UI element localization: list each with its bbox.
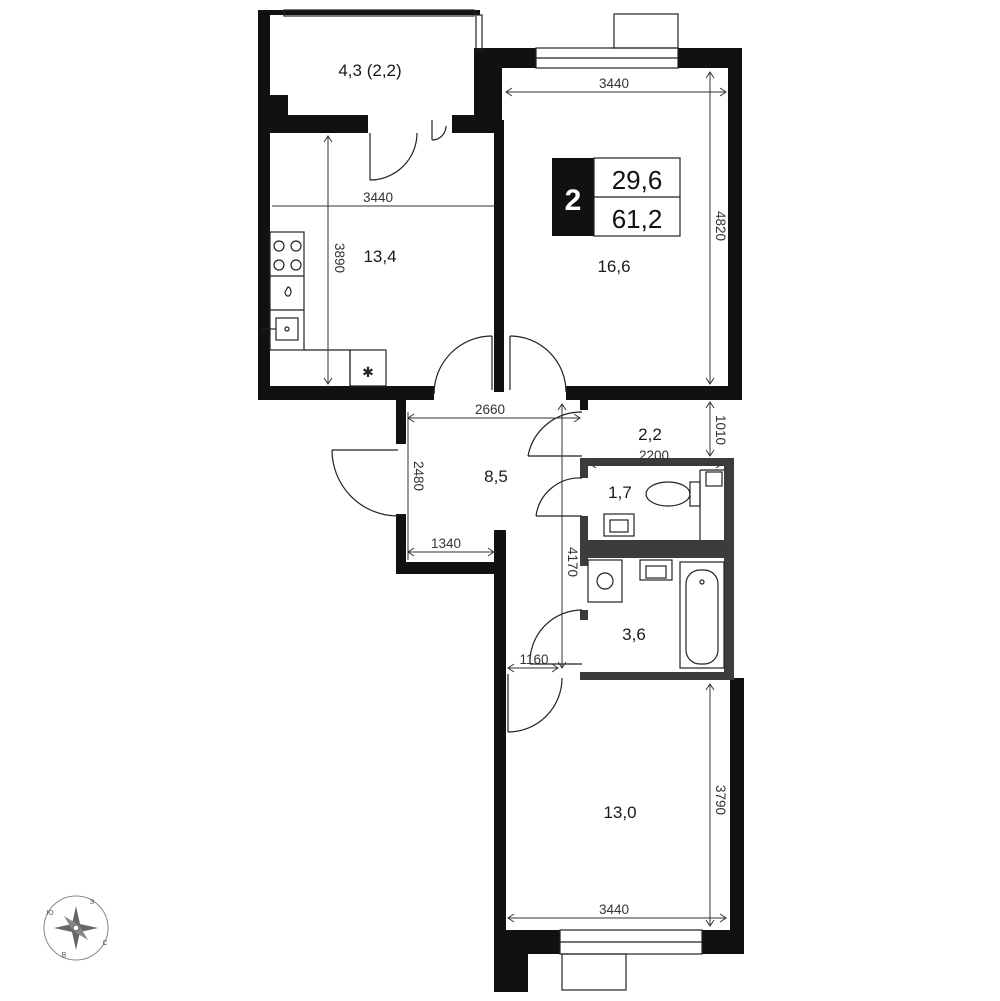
dim-bath-small-height: 1010 — [713, 415, 728, 445]
compass: З С В Ю — [43, 895, 109, 961]
dim-hall-height: 2480 — [411, 461, 426, 491]
fridge-icon: ✱ — [349, 349, 387, 387]
compass-east: С — [102, 940, 107, 947]
area-toilet: 1,7 — [608, 483, 632, 502]
dim-bath-small-width: 2200 — [639, 448, 669, 463]
dim-kitchen-height: 3890 — [332, 243, 347, 273]
badge-living-area: 29,6 — [612, 165, 663, 195]
dim-corridor-length: 4170 — [565, 547, 580, 577]
washbasin-icon — [603, 513, 635, 537]
wet-zone-walls — [580, 400, 734, 680]
bath-sink-icon — [639, 559, 673, 581]
area-bathroom-small: 2,2 — [638, 425, 662, 444]
dimension-labels: 3440 3890 3440 4820 2660 2480 1340 4170 … — [332, 76, 728, 917]
dim-bedroom-top-height: 4820 — [713, 211, 728, 241]
area-hall: 8,5 — [484, 467, 508, 486]
badge-total-area: 61,2 — [612, 204, 663, 234]
dim-bedroom-bottom-width: 3440 — [599, 902, 629, 917]
apartment-badge: 2 29,6 61,2 — [552, 157, 681, 237]
dim-hall-bottom: 1340 — [431, 536, 461, 551]
drop-icon — [284, 286, 292, 297]
dim-corridor-width: 1160 — [519, 652, 548, 667]
kitchen-sink-icon — [262, 317, 299, 341]
stove-icon — [273, 240, 302, 271]
compass-rose-icon — [54, 906, 98, 950]
doors — [331, 120, 583, 733]
area-bedroom-top: 16,6 — [597, 257, 630, 276]
compass-north: З — [90, 899, 94, 906]
snowflake-icon: ✱ — [362, 364, 374, 380]
walls — [258, 10, 744, 992]
area-bedroom-bottom: 13,0 — [603, 803, 636, 822]
area-bathroom: 3,6 — [622, 625, 646, 644]
area-kitchen: 13,4 — [363, 247, 396, 266]
dim-bedroom-bottom-height: 3790 — [713, 785, 728, 815]
badge-rooms: 2 — [565, 184, 582, 217]
compass-south: В — [62, 952, 67, 959]
room-area-labels: 4,3 (2,2) 13,4 16,6 8,5 2,2 1,7 3,6 13,0 — [338, 61, 661, 822]
badge-rooms-box — [552, 158, 594, 236]
fixtures: ✱ — [262, 231, 725, 669]
windows — [283, 9, 703, 991]
bathtub-icon — [679, 561, 725, 669]
area-balcony: 4,3 (2,2) — [338, 61, 401, 80]
dim-bedroom-top-width: 3440 — [599, 76, 629, 91]
toilet-icon — [645, 469, 724, 540]
dim-hall-width: 2660 — [475, 402, 505, 417]
dim-kitchen-width: 3440 — [363, 190, 393, 205]
dimension-lines — [272, 71, 727, 927]
washing-machine-icon — [587, 559, 623, 603]
compass-west: Ю — [46, 910, 53, 917]
